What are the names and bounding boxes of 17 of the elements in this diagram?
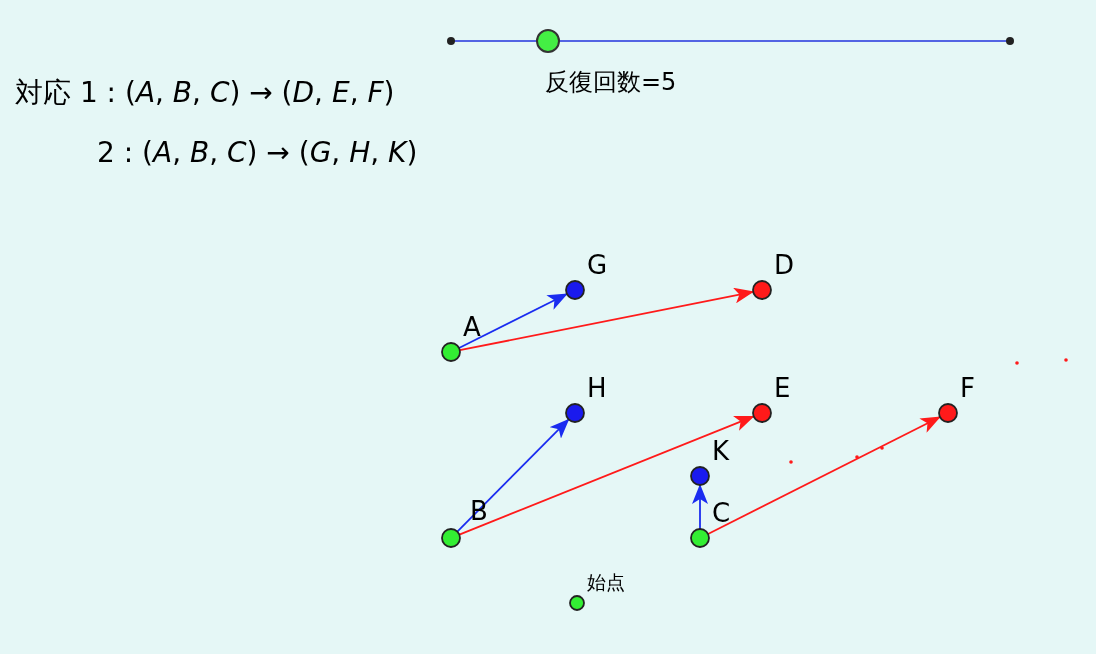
mapping-text: 2 : (A, B, C) → (G, H, K)	[97, 136, 418, 169]
point-label: K	[712, 436, 730, 466]
point-label: F	[960, 373, 975, 403]
point-label: H	[587, 373, 607, 403]
point-label: E	[774, 373, 791, 403]
point-label: D	[774, 250, 795, 280]
vector-arrow	[692, 484, 708, 530]
vector-arrow	[707, 416, 941, 535]
vector-arrow	[456, 418, 570, 533]
vector-arrow	[458, 415, 755, 536]
point-label: 始点	[587, 570, 625, 595]
slider-value-label: 反復回数=5	[545, 67, 677, 98]
point-label: G	[587, 250, 608, 280]
point-label: A	[463, 312, 481, 342]
mapping-text: 対応 1 : (A, B, C) → (D, E, F)	[15, 75, 395, 111]
point-label: C	[712, 498, 731, 528]
vector-arrow	[458, 293, 568, 349]
